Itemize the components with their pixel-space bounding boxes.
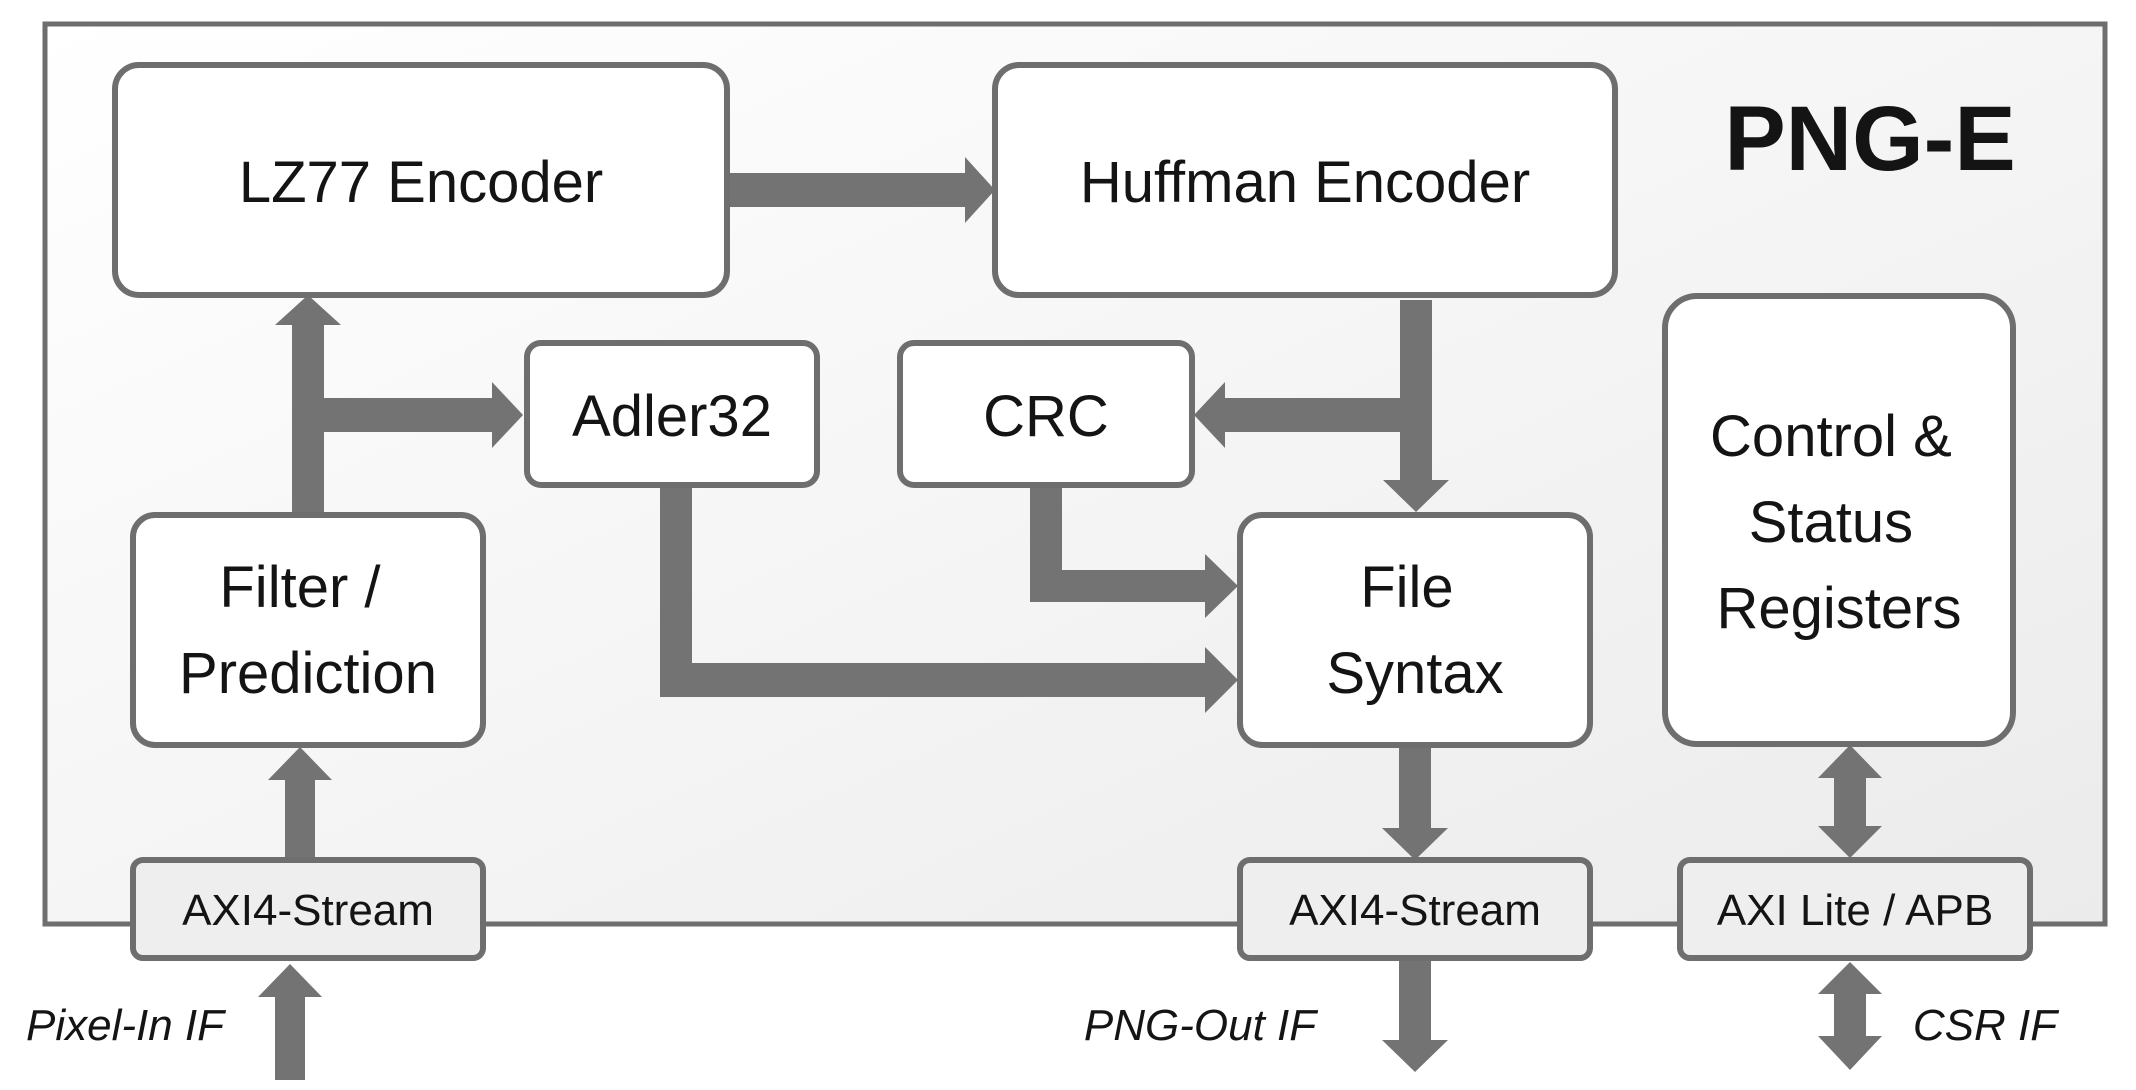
crc-block: CRC xyxy=(897,340,1195,488)
in-stream-port: AXI4-Stream xyxy=(130,857,486,961)
file-syntax-label: File Syntax xyxy=(1326,555,1503,706)
out-stream-port-label: AXI4-Stream xyxy=(1289,886,1541,935)
lz77-encoder-label: LZ77 Encoder xyxy=(239,150,603,215)
csr-bus-port: AXI Lite / APB xyxy=(1677,857,2033,961)
arrow-adler32-to-file-syntax xyxy=(660,485,1238,713)
file-syntax-line-1: File xyxy=(1360,555,1453,620)
arrow-crc-to-file-syntax xyxy=(1030,485,1238,618)
in-stream-port-label: AXI4-Stream xyxy=(182,886,434,935)
arrow-to-crc xyxy=(1194,382,1400,448)
arrow-csr-to-bus xyxy=(1818,745,1882,858)
arrow-pixel-in xyxy=(258,964,322,1080)
file-syntax-line-2: Syntax xyxy=(1326,641,1503,706)
crc-label: CRC xyxy=(983,384,1109,449)
filter-prediction-label: Filter / Prediction xyxy=(179,555,437,706)
csr-if-label: CSR IF xyxy=(1913,1001,2059,1050)
huffman-encoder-block: Huffman Encoder xyxy=(992,62,1618,298)
adler32-label: Adler32 xyxy=(572,384,772,449)
png-out-if-label: PNG-Out IF xyxy=(1084,1001,1318,1050)
csr-line-3: Registers xyxy=(1717,576,1962,641)
csr-block: Control & Status Registers xyxy=(1662,293,2016,747)
arrow-in-stream-to-filter xyxy=(268,747,332,860)
arrow-filter-to-lz77 xyxy=(275,295,341,515)
file-syntax-block: File Syntax xyxy=(1237,512,1593,748)
arrow-png-out xyxy=(1382,958,1448,1072)
huffman-encoder-label: Huffman Encoder xyxy=(1080,150,1530,215)
core-title: PNG-E xyxy=(1724,88,2015,190)
pixel-in-if-label: Pixel-In IF xyxy=(26,1001,226,1050)
csr-bus-port-label: AXI Lite / APB xyxy=(1717,886,1993,935)
arrow-lz77-to-huffman xyxy=(728,157,995,223)
csr-line-1: Control & xyxy=(1710,404,1952,469)
csr-label: Control & Status Registers xyxy=(1710,404,1968,641)
arrow-csr-if xyxy=(1818,962,1882,1070)
filter-prediction-line-1: Filter / xyxy=(219,555,381,620)
filter-prediction-line-2: Prediction xyxy=(179,641,437,706)
csr-line-2: Status xyxy=(1749,490,1913,555)
adler32-block: Adler32 xyxy=(524,340,820,488)
filter-prediction-block: Filter / Prediction xyxy=(130,512,486,748)
arrow-huffman-to-file-syntax xyxy=(1383,300,1449,512)
lz77-encoder-block: LZ77 Encoder xyxy=(112,62,730,298)
out-stream-port: AXI4-Stream xyxy=(1237,857,1593,961)
arrow-to-adler32 xyxy=(324,382,523,448)
arrow-file-syntax-to-out-stream xyxy=(1382,748,1448,860)
